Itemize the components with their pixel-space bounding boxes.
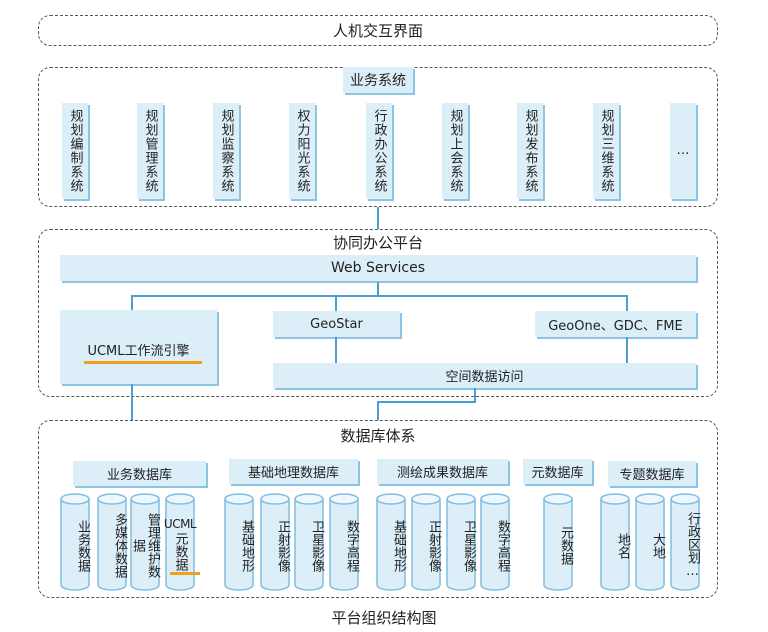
- group-meta-db: 元数据库: [523, 459, 592, 484]
- connector-business-platform: [377, 207, 379, 229]
- cylinder-label: 管理维护数据: [130, 513, 160, 578]
- ucml-engine-label: UCML工作流引擎: [87, 343, 190, 359]
- geoone-box: GeoOne、GDC、FME: [535, 311, 696, 337]
- cylinder-business-3: 管理维护数据: [130, 493, 163, 593]
- cylinder-survey-3: 卫星影像: [446, 493, 479, 593]
- human-interface-layer: [38, 15, 718, 46]
- platform-layer: [38, 229, 718, 397]
- cylinder-basic-geo-1: 基础地形: [224, 493, 257, 593]
- cylinder-label: 基础地形: [391, 519, 406, 572]
- system-power-sunshine: 权力阳光系统: [289, 103, 315, 199]
- cylinder-survey-2: 正射影像: [411, 493, 444, 593]
- cylinder-survey-1: 基础地形: [376, 493, 409, 593]
- connector-geoone-spatial: [626, 337, 628, 363]
- spatial-access-bar: 空间数据访问: [273, 363, 696, 388]
- cylinder-label: 多媒体数据: [112, 513, 127, 578]
- cylinder-label: 基础地形: [239, 519, 254, 572]
- cylinder-label: 元数据: [558, 526, 573, 565]
- cylinder-label: 正射影像: [275, 519, 290, 572]
- cylinder-basic-geo-2: 正射影像: [260, 493, 293, 593]
- cylinder-thematic-1: 地名: [600, 493, 633, 593]
- platform-title: 协同办公平台: [332, 234, 423, 252]
- cylinder-label: 正射影像: [426, 519, 441, 572]
- cylinder-label: 数字高程: [344, 519, 359, 572]
- connector-ucml-db: [131, 384, 133, 420]
- connector-geostar-spatial: [335, 337, 337, 363]
- ucml-engine-box: UCML工作流引擎: [60, 310, 217, 384]
- database-layer: [38, 420, 718, 598]
- system-office: 行政办公系统: [366, 103, 392, 199]
- connector-spatial-horizontal: [377, 401, 476, 403]
- cylinder-thematic-3: 行政区划…: [670, 493, 703, 593]
- ucml-underline: [84, 361, 202, 364]
- system-planning-manage: 规划管理系统: [137, 103, 163, 199]
- cylinder-business-2: 多媒体数据: [97, 493, 130, 593]
- business-title: 业务系统: [343, 67, 413, 93]
- geostar-box: GeoStar: [273, 311, 400, 337]
- connector-spatial-db: [377, 401, 379, 420]
- cylinder-label: 卫星影像: [461, 519, 476, 572]
- cylinder-business-1: 业务数据: [60, 493, 93, 593]
- cylinder-label: 业务数据: [75, 519, 90, 572]
- web-services-bar: Web Services: [60, 255, 696, 281]
- cylinder-label: 大地: [650, 532, 665, 559]
- cylinder-basic-geo-3: 卫星影像: [294, 493, 327, 593]
- system-planning-compile: 规划编制系统: [62, 103, 88, 199]
- connector-ws-horizontal: [131, 295, 627, 297]
- cylinder-label: 行政区划…: [685, 512, 700, 579]
- cylinder-thematic-2: 大地: [635, 493, 668, 593]
- cylinder-label: 卫星影像: [309, 519, 324, 572]
- cylinder-meta-1: 元数据: [543, 493, 576, 593]
- group-business-db: 业务数据库: [73, 461, 206, 486]
- group-thematic-db: 专题数据库: [608, 461, 696, 486]
- ucml-meta-underline: [170, 572, 200, 575]
- system-planning-3d: 规划三维系统: [593, 103, 619, 199]
- database-title: 数据库体系: [340, 427, 416, 445]
- system-more: …: [670, 103, 696, 199]
- group-survey-db: 测绘成果数据库: [377, 459, 508, 484]
- connector-to-geostar: [335, 295, 337, 311]
- figure-caption: 平台组织结构图: [331, 609, 437, 627]
- connector-ws-down: [377, 282, 379, 296]
- human-interface-title: 人机交互界面: [332, 22, 423, 40]
- cylinder-basic-geo-4: 数字高程: [329, 493, 362, 593]
- cylinder-label: 数字高程: [495, 519, 510, 572]
- connector-to-geoone: [626, 295, 628, 311]
- cylinder-survey-4: 数字高程: [480, 493, 513, 593]
- system-planning-meeting: 规划上会系统: [442, 103, 468, 199]
- system-planning-supervise: 规划监察系统: [213, 103, 239, 199]
- system-planning-publish: 规划发布系统: [517, 103, 543, 199]
- connector-to-ucml: [131, 295, 133, 310]
- cylinder-label: 地名: [615, 532, 630, 559]
- connector-spatial-down: [474, 388, 476, 402]
- group-basic-geo-db: 基础地理数据库: [229, 459, 358, 484]
